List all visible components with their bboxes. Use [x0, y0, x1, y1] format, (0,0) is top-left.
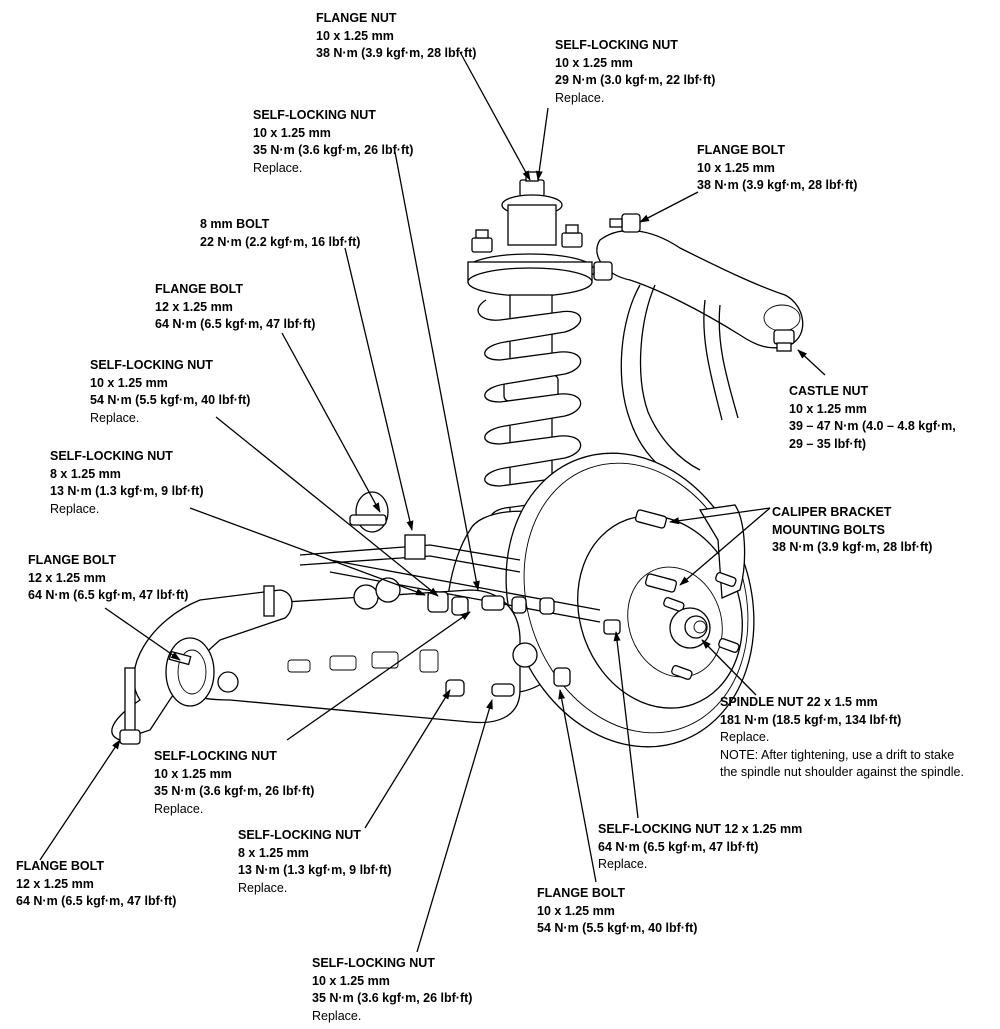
callout-title: CASTLE NUT: [789, 384, 869, 398]
callout-torque: 38 N·m (3.9 kgf·m, 28 lbf·ft): [772, 540, 933, 554]
callout-torque: 35 N·m (3.6 kgf·m, 26 lbf·ft): [154, 784, 315, 798]
callout-title: SPINDLE NUT 22 x 1.5 mm: [720, 695, 878, 709]
callout-staking-note: NOTE: After tightening, use a drift to s…: [720, 747, 964, 779]
callout-self-locking-nut-12: SELF-LOCKING NUT 12 x 1.25 mm 64 N·m (6.…: [598, 821, 802, 874]
callout-torque: 38 N·m (3.9 kgf·m, 28 lbf·ft): [697, 178, 858, 192]
callout-8mm-bolt: 8 mm BOLT 22 N·m (2.2 kgf·m, 16 lbf·ft): [200, 216, 360, 251]
callout-self-locking-nut-8-lower: SELF-LOCKING NUT 8 x 1.25 mm 13 N·m (1.3…: [238, 827, 392, 897]
callout-torque: 64 N·m (6.5 kgf·m, 47 lbf·ft): [155, 317, 316, 331]
callout-size: 10 x 1.25 mm: [90, 375, 168, 390]
callout-flange-bolt-upper-arm: FLANGE BOLT 10 x 1.25 mm 38 N·m (3.9 kgf…: [697, 142, 857, 195]
callout-torque: 35 N·m (3.6 kgf·m, 26 lbf·ft): [312, 991, 473, 1005]
callout-title: FLANGE BOLT: [537, 886, 625, 900]
callout-size: 10 x 1.25 mm: [697, 160, 775, 175]
callout-size: 10 x 1.25 mm: [253, 125, 331, 140]
callout-spindle-nut: SPINDLE NUT 22 x 1.5 mm 181 N·m (18.5 kg…: [720, 694, 970, 781]
leader-lines: [39, 51, 826, 953]
callout-torque: 54 N·m (5.5 kgf·m, 40 lbf·ft): [537, 921, 698, 935]
callout-size: 10 x 1.25 mm: [312, 973, 390, 988]
callout-title-cont: MOUNTING BOLTS: [772, 522, 885, 537]
callout-self-locking-nut-bottom: SELF-LOCKING NUT 10 x 1.25 mm 35 N·m (3.…: [312, 955, 472, 1025]
callout-torque: 64 N·m (6.5 kgf·m, 47 lbf·ft): [16, 894, 177, 908]
callout-size: 12 x 1.25 mm: [16, 876, 94, 891]
upper-arm-bolts: [583, 213, 641, 281]
callout-title: FLANGE NUT: [316, 11, 397, 25]
callout-torque: 39 – 47 N·m (4.0 – 4.8 kgf·m,: [789, 419, 956, 433]
callout-note: Replace.: [90, 410, 140, 425]
callout-torque: 13 N·m (1.3 kgf·m, 9 lbf·ft): [238, 863, 392, 877]
callout-torque: 22 N·m (2.2 kgf·m, 16 lbf·ft): [200, 234, 361, 249]
callout-note: Replace.: [238, 880, 288, 895]
callout-torque: 38 N·m (3.9 kgf·m, 28 lbf·ft): [316, 46, 477, 60]
callout-torque: 64 N·m (6.5 kgf·m, 47 lbf·ft): [598, 839, 759, 854]
callout-note: Replace.: [50, 501, 100, 516]
hub-and-spindle: [663, 572, 740, 680]
callout-note: Replace.: [312, 1008, 362, 1023]
callout-torque: 13 N·m (1.3 kgf·m, 9 lbf·ft): [50, 484, 204, 498]
callout-torque: 35 N·m (3.6 kgf·m, 26 lbf·ft): [253, 143, 414, 157]
callout-self-locking-nut-54: SELF-LOCKING NUT 10 x 1.25 mm 54 N·m (5.…: [90, 357, 250, 427]
callout-note: Replace.: [154, 801, 204, 816]
callout-self-locking-nut-lower-left: SELF-LOCKING NUT 10 x 1.25 mm 35 N·m (3.…: [154, 748, 314, 818]
caliper-bolts: [634, 509, 678, 593]
callout-self-locking-nut-upper-left: SELF-LOCKING NUT 10 x 1.25 mm 35 N·m (3.…: [253, 107, 413, 177]
callout-note: Replace.: [253, 160, 303, 175]
callout-title: FLANGE BOLT: [16, 859, 104, 873]
callout-title: SELF-LOCKING NUT 12 x 1.25 mm: [598, 822, 803, 836]
callout-title: SELF-LOCKING NUT: [50, 449, 173, 463]
callout-note: Replace.: [555, 90, 605, 105]
callout-title: SELF-LOCKING NUT: [555, 38, 678, 52]
callout-flange-bolt-10-bottom: FLANGE BOLT 10 x 1.25 mm 54 N·m (5.5 kgf…: [537, 885, 697, 938]
callout-note: Replace.: [720, 730, 770, 744]
callout-caliper-bracket-bolts: CALIPER BRACKET MOUNTING BOLTS 38 N·m (3…: [772, 504, 932, 557]
callout-size: 8 x 1.25 mm: [238, 845, 309, 860]
callout-torque: 64 N·m (6.5 kgf·m, 47 lbf·ft): [28, 588, 189, 602]
callout-title: SELF-LOCKING NUT: [312, 956, 435, 970]
callout-size: 10 x 1.25 mm: [789, 401, 867, 416]
callout-title: CALIPER BRACKET: [772, 505, 892, 519]
callout-title: SELF-LOCKING NUT: [90, 358, 213, 372]
caliper-bracket: [698, 504, 746, 599]
callout-torque: 54 N·m (5.5 kgf·m, 40 lbf·ft): [90, 393, 251, 407]
callout-size: 8 x 1.25 mm: [50, 466, 121, 481]
callout-size: 10 x 1.25 mm: [555, 55, 633, 70]
callout-torque: 29 N·m (3.0 kgf·m, 22 lbf·ft): [555, 73, 716, 87]
strut-mount: [467, 171, 593, 297]
callout-self-locking-nut-8-upper: SELF-LOCKING NUT 8 x 1.25 mm 13 N·m (1.3…: [50, 448, 204, 518]
callout-castle-nut: CASTLE NUT 10 x 1.25 mm 39 – 47 N·m (4.0…: [789, 383, 956, 453]
callout-flange-bolt-12-upper: FLANGE BOLT 12 x 1.25 mm 64 N·m (6.5 kgf…: [155, 281, 315, 334]
callout-title: SELF-LOCKING NUT: [253, 108, 376, 122]
callout-title: SELF-LOCKING NUT: [154, 749, 277, 763]
callout-title: SELF-LOCKING NUT: [238, 828, 361, 842]
callout-note: Replace.: [598, 857, 648, 871]
callout-size: 10 x 1.25 mm: [154, 766, 232, 781]
callout-flange-nut-top: FLANGE NUT 10 x 1.25 mm 38 N·m (3.9 kgf·…: [316, 10, 476, 63]
links-and-stabilizer: [299, 491, 621, 697]
callout-flange-bolt-12-left: FLANGE BOLT 12 x 1.25 mm 64 N·m (6.5 kgf…: [28, 552, 188, 605]
castle-nut: [773, 329, 795, 352]
callout-size: 10 x 1.25 mm: [537, 903, 615, 918]
callout-title: FLANGE BOLT: [28, 553, 116, 567]
upper-control-arm: [596, 229, 804, 481]
callout-torque: 181 N·m (18.5 kgf·m, 134 lbf·ft): [720, 712, 902, 727]
callout-flange-bolt-bottom-left: FLANGE BOLT 12 x 1.25 mm 64 N·m (6.5 kgf…: [16, 858, 176, 911]
callout-size: 10 x 1.25 mm: [316, 28, 394, 43]
callout-size: 12 x 1.25 mm: [28, 570, 106, 585]
callout-title: 8 mm BOLT: [200, 217, 270, 231]
callout-title: FLANGE BOLT: [697, 143, 785, 157]
callout-size: 12 x 1.25 mm: [155, 299, 233, 314]
callout-torque-cont: 29 – 35 lbf·ft): [789, 436, 867, 451]
callout-title: FLANGE BOLT: [155, 282, 243, 296]
callout-self-locking-nut-top: SELF-LOCKING NUT 10 x 1.25 mm 29 N·m (3.…: [555, 37, 715, 107]
